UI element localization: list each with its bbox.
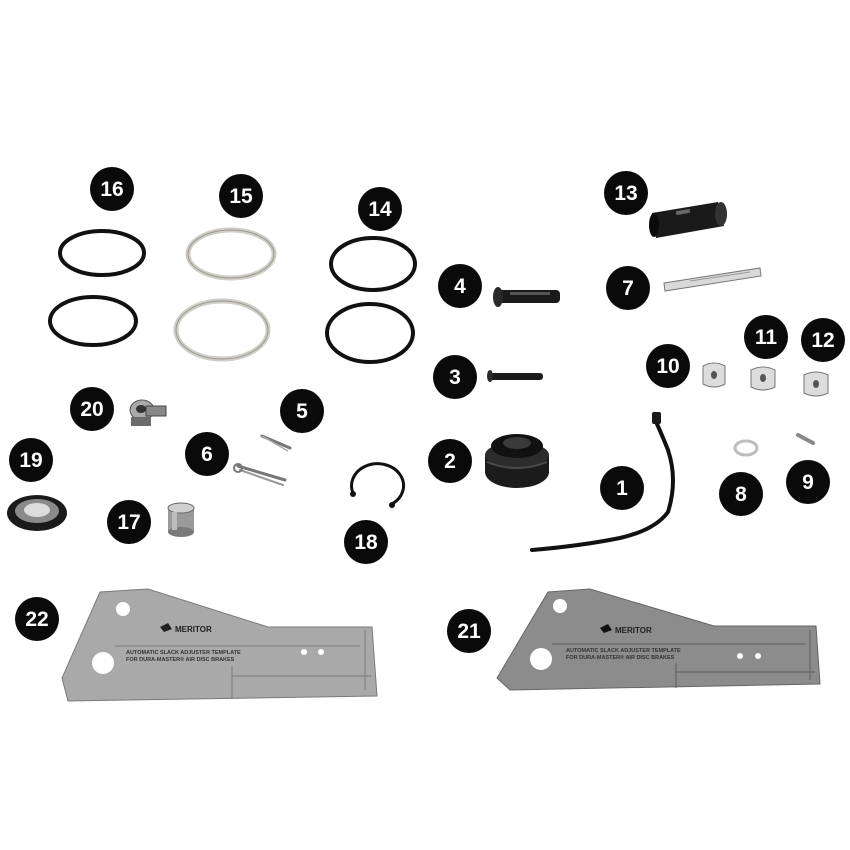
callout-14: 14: [358, 187, 402, 231]
callout-1-label: 1: [616, 477, 628, 500]
callout-4: 4: [438, 264, 482, 308]
callout-5-label: 5: [296, 400, 308, 423]
callout-22: 22: [15, 597, 59, 641]
callout-11-label: 11: [755, 326, 778, 349]
bushing-part-17: [167, 502, 195, 537]
callout-13: 13: [604, 171, 648, 215]
callout-18-label: 18: [354, 531, 378, 554]
callout-20-label: 20: [80, 398, 103, 421]
pin-part-9: [796, 433, 815, 445]
callout-17: 17: [107, 500, 151, 544]
callout-20: 20: [70, 387, 114, 431]
template-21-title-line2: FOR DURA-MASTER® AIR DISC BRAKES: [566, 654, 675, 661]
o-ring-set-14: [325, 236, 417, 364]
callout-10-label: 10: [656, 355, 679, 378]
shaft-part-7: [663, 267, 762, 292]
template-21-brand: MERITOR: [615, 626, 652, 635]
callout-15-label: 15: [229, 185, 253, 208]
callout-3-label: 3: [449, 366, 461, 389]
o-ring-set-15: [173, 227, 277, 362]
callout-4-label: 4: [454, 275, 466, 298]
template-22-title-line1: AUTOMATIC SLACK ADJUSTER TEMPLATE: [126, 650, 241, 656]
ring-part-8: [733, 439, 759, 457]
valve-part-20: [129, 399, 167, 426]
callout-12: 12: [801, 318, 845, 362]
callout-9-label: 9: [802, 471, 814, 494]
template-22-brand: MERITOR: [175, 625, 212, 634]
callout-8: 8: [719, 472, 763, 516]
callout-2: 2: [428, 439, 472, 483]
callout-3: 3: [433, 355, 477, 399]
template-part-21: MERITOR AUTOMATIC SLACK ADJUSTER TEMPLAT…: [496, 588, 821, 691]
callout-22-label: 22: [25, 608, 48, 631]
callout-21-label: 21: [457, 620, 481, 643]
callout-6-label: 6: [201, 443, 213, 466]
callout-14-label: 14: [368, 198, 392, 221]
o-ring-set-16: [48, 229, 146, 347]
pin-part-4: [493, 287, 560, 307]
callout-1: 1: [600, 466, 644, 510]
callout-13-label: 13: [614, 182, 637, 205]
cotter-pin-part-5: [260, 434, 292, 452]
callout-10: 10: [646, 344, 690, 388]
sensor-wire-part-1: [530, 412, 675, 552]
callout-21: 21: [447, 609, 491, 653]
callout-2-label: 2: [444, 450, 456, 473]
template-part-22: MERITOR AUTOMATIC SLACK ADJUSTER TEMPLAT…: [61, 588, 378, 702]
sleeve-part-13: [649, 202, 727, 238]
callout-9: 9: [786, 460, 830, 504]
callout-16: 16: [90, 167, 134, 211]
seal-part-19: [7, 495, 67, 531]
template-21-title-line1: AUTOMATIC SLACK ADJUSTER TEMPLATE: [566, 648, 681, 654]
callout-16-label: 16: [100, 178, 123, 201]
callout-15: 15: [219, 174, 263, 218]
callout-5: 5: [280, 389, 324, 433]
snap-ring-part-18: [350, 462, 406, 508]
callout-19: 19: [9, 438, 53, 482]
callout-18: 18: [344, 520, 388, 564]
bolt-part-3: [487, 370, 543, 382]
callout-7: 7: [606, 266, 650, 310]
clip-part-10: [702, 362, 726, 388]
callout-19-label: 19: [19, 449, 42, 472]
callout-8-label: 8: [735, 483, 747, 506]
clip-part-11: [750, 366, 776, 391]
callout-17-label: 17: [117, 511, 140, 534]
boot-part-2: [485, 434, 549, 488]
callout-7-label: 7: [622, 277, 634, 300]
cotter-pin-part-6: [233, 463, 287, 486]
clip-part-12: [803, 371, 829, 397]
callout-12-label: 12: [811, 329, 834, 352]
callout-6: 6: [185, 432, 229, 476]
template-22-title-line2: FOR DURA-MASTER® AIR DISC BRAKES: [126, 656, 235, 663]
callout-11: 11: [744, 315, 788, 359]
